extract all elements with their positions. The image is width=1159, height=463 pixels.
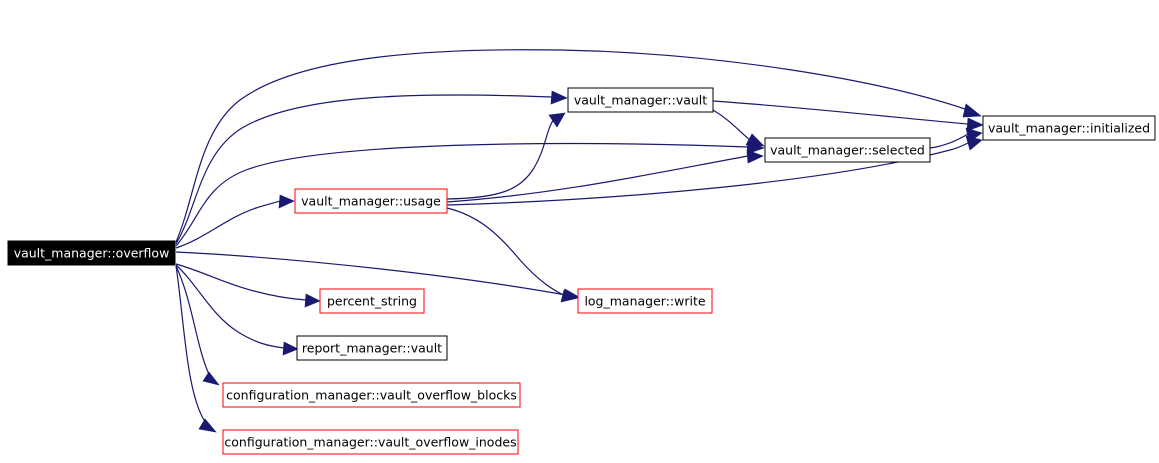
arrowhead-usage-selected bbox=[746, 149, 764, 164]
arrowhead-vault-selected bbox=[745, 133, 765, 147]
node-box-percent-string[interactable] bbox=[319, 288, 425, 314]
edge-usage-to-initialized bbox=[446, 142, 969, 206]
node-label-percent-string: percent_string bbox=[327, 294, 417, 309]
node-report-manager-vault[interactable]: report_manager::vault bbox=[296, 335, 448, 361]
edge-overflow-to-report-vault bbox=[175, 264, 285, 349]
node-box-vault[interactable] bbox=[567, 87, 714, 113]
edge-layer bbox=[175, 49, 984, 433]
arrowhead-overflow-cfg-blocks bbox=[202, 371, 220, 386]
node-configuration-manager-vault-overflow-inodes[interactable]: configuration_manager::vault_overflow_in… bbox=[222, 429, 519, 455]
node-configuration-manager-vault-overflow-blocks[interactable]: configuration_manager::vault_overflow_bl… bbox=[222, 382, 521, 408]
node-label-cfg-blocks: configuration_manager::vault_overflow_bl… bbox=[226, 388, 517, 403]
node-box-selected[interactable] bbox=[764, 137, 931, 163]
edge-overflow-to-cfg-inodes bbox=[175, 265, 211, 429]
edge-overflow-to-percent-string bbox=[175, 263, 307, 301]
node-box-write[interactable] bbox=[577, 288, 713, 314]
node-box-overflow[interactable] bbox=[7, 240, 176, 266]
edge-usage-to-selected bbox=[446, 155, 749, 203]
arrowhead-usage-write bbox=[560, 289, 579, 303]
node-label-overflow: vault_manager::overflow bbox=[14, 246, 170, 261]
edge-usage-to-vault bbox=[446, 118, 555, 200]
edge-overflow-to-selected bbox=[175, 142, 749, 247]
node-label-vault: vault_manager::vault bbox=[574, 93, 707, 108]
edge-overflow-to-initialized bbox=[175, 49, 969, 243]
node-box-cfg-blocks[interactable] bbox=[222, 382, 521, 408]
node-box-cfg-inodes[interactable] bbox=[222, 429, 519, 455]
node-label-cfg-inodes: configuration_manager::vault_overflow_in… bbox=[224, 435, 516, 450]
node-label-report-vault: report_manager::vault bbox=[302, 341, 442, 356]
node-box-report-vault[interactable] bbox=[296, 335, 448, 361]
arrowhead-overflow-report-vault bbox=[282, 341, 299, 356]
edge-usage-to-write bbox=[446, 207, 567, 297]
arrowhead-overflow-percent-string bbox=[304, 293, 321, 308]
edge-overflow-to-write bbox=[175, 251, 567, 296]
node-vault-manager-usage[interactable]: vault_manager::usage bbox=[294, 188, 448, 214]
node-percent-string[interactable]: percent_string bbox=[319, 288, 425, 314]
edge-overflow-to-vault bbox=[175, 94, 553, 245]
node-label-write: log_manager::write bbox=[584, 294, 705, 309]
arrowhead-overflow-initialized bbox=[962, 103, 982, 118]
node-vault-manager-overflow[interactable]: vault_manager::overflow bbox=[7, 240, 176, 266]
node-vault-manager-initialized[interactable]: vault_manager::initialized bbox=[982, 115, 1156, 141]
edge-selected-to-initialized bbox=[929, 133, 969, 149]
arrowhead-usage-vault bbox=[548, 112, 566, 128]
node-label-selected: vault_manager::selected bbox=[770, 143, 925, 158]
node-vault-manager-vault[interactable]: vault_manager::vault bbox=[567, 87, 714, 113]
node-layer: vault_manager::overflow vault_manager::v… bbox=[7, 87, 1156, 455]
edge-overflow-to-cfg-blocks bbox=[175, 265, 215, 381]
edge-vault-to-initialized bbox=[712, 100, 969, 125]
node-label-initialized: vault_manager::initialized bbox=[988, 121, 1150, 136]
arrowhead-vault-initialized bbox=[966, 117, 984, 132]
node-box-initialized[interactable] bbox=[982, 115, 1156, 141]
node-box-usage[interactable] bbox=[294, 188, 448, 214]
arrowhead-overflow-usage bbox=[278, 194, 295, 209]
edge-vault-to-selected bbox=[712, 109, 751, 141]
node-log-manager-write[interactable]: log_manager::write bbox=[577, 288, 713, 314]
arrowhead-overflow-cfg-inodes bbox=[198, 418, 217, 433]
node-label-usage: vault_manager::usage bbox=[301, 194, 441, 209]
arrowhead-overflow-vault bbox=[550, 90, 568, 105]
arrowhead-selected-initialized bbox=[965, 127, 983, 143]
edge-overflow-to-usage bbox=[175, 200, 281, 249]
node-vault-manager-selected[interactable]: vault_manager::selected bbox=[764, 137, 931, 163]
